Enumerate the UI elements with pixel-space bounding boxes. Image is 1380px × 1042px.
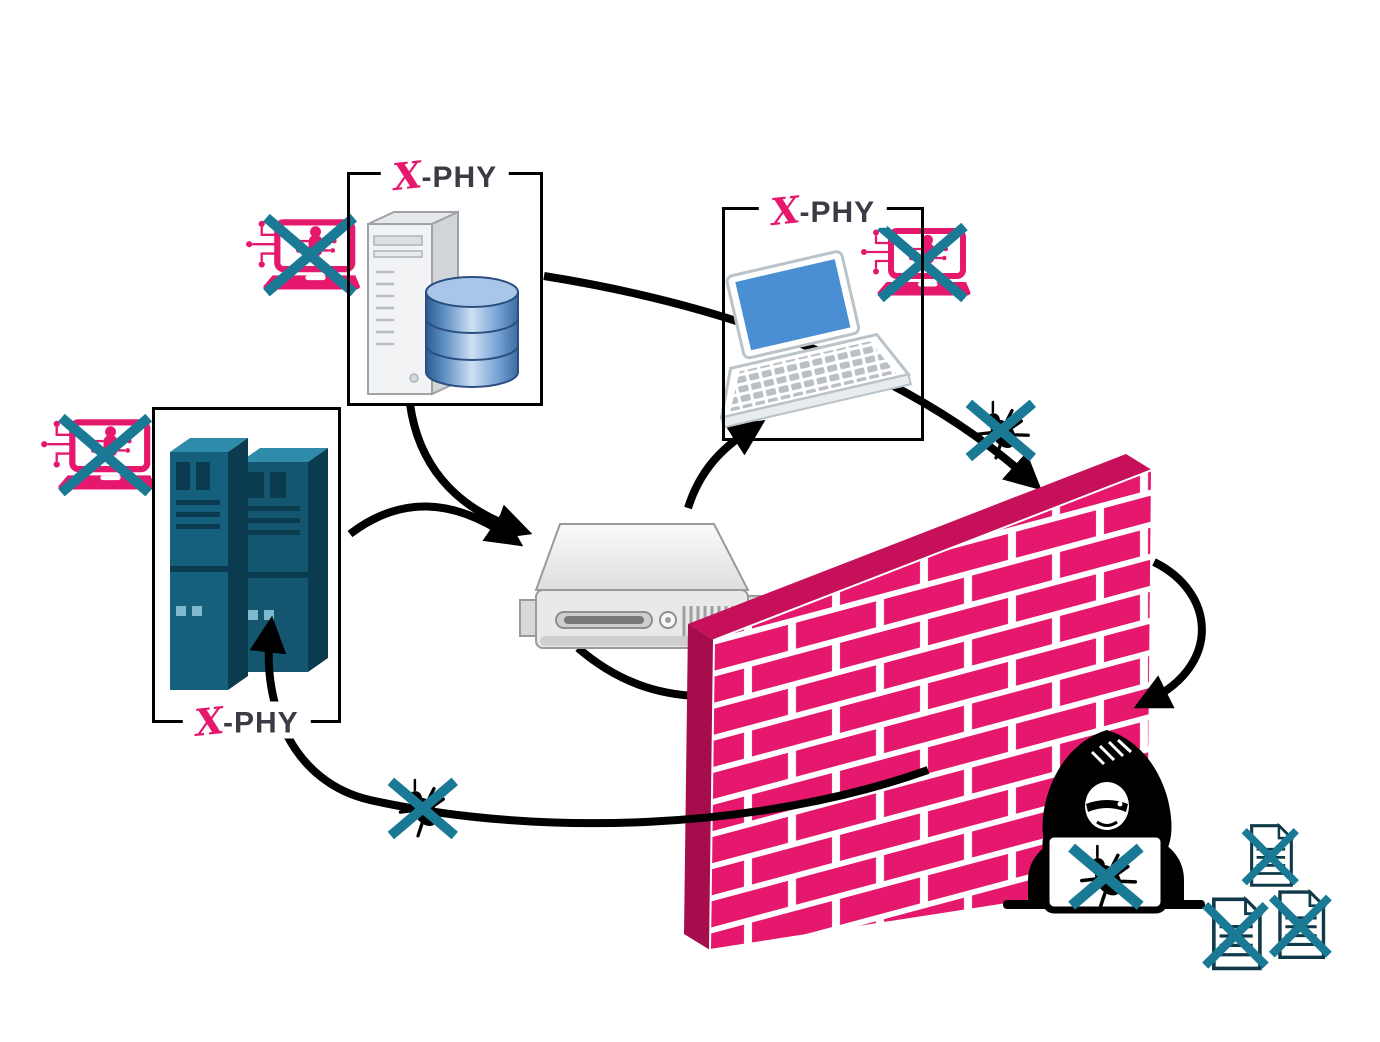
infected-laptop-blocked-icon: [246, 218, 360, 293]
xphy-logo: X-PHY: [380, 152, 510, 200]
xphy-logo-text: -PHY: [799, 195, 876, 229]
stolen-document-blocked-icon: [1272, 892, 1329, 957]
database-cylinder-icon: [425, 276, 519, 388]
xphy-logo: X-PHY: [758, 187, 888, 235]
malware-bug-blocked-icon: [967, 395, 1033, 459]
laptop-screen: [735, 259, 851, 351]
firewall-icon: [684, 454, 1154, 952]
xphy-zone-database-server: X-PHY: [347, 152, 543, 406]
stolen-document-blocked-icon: [1244, 826, 1296, 886]
stolen-document-blocked-icon: [1205, 899, 1265, 968]
xphy-logo-swoosh: X: [192, 698, 226, 745]
xphy-zone-server-rack: X-PHY: [152, 407, 341, 745]
xphy-logo-swoosh: X: [768, 187, 802, 235]
arrow-server-to-laptop: [684, 420, 766, 510]
laptop-icon: [719, 250, 912, 429]
xphy-logo-swoosh: X: [390, 152, 424, 200]
infected-laptop-blocked-icon: [41, 418, 155, 493]
xphy-logo: X-PHY: [182, 698, 311, 745]
xphy-zone-laptop: X-PHY: [722, 187, 924, 441]
database-server-icon: [367, 210, 519, 396]
arrow-rackbox-to-server: [347, 502, 524, 547]
hacker-icon: [1003, 730, 1205, 914]
xphy-logo-text: -PHY: [223, 706, 299, 740]
xphy-logo-text: -PHY: [421, 160, 498, 194]
arrow-hacker-bounce: [1133, 558, 1206, 709]
laptop-keyboard: [730, 341, 896, 412]
